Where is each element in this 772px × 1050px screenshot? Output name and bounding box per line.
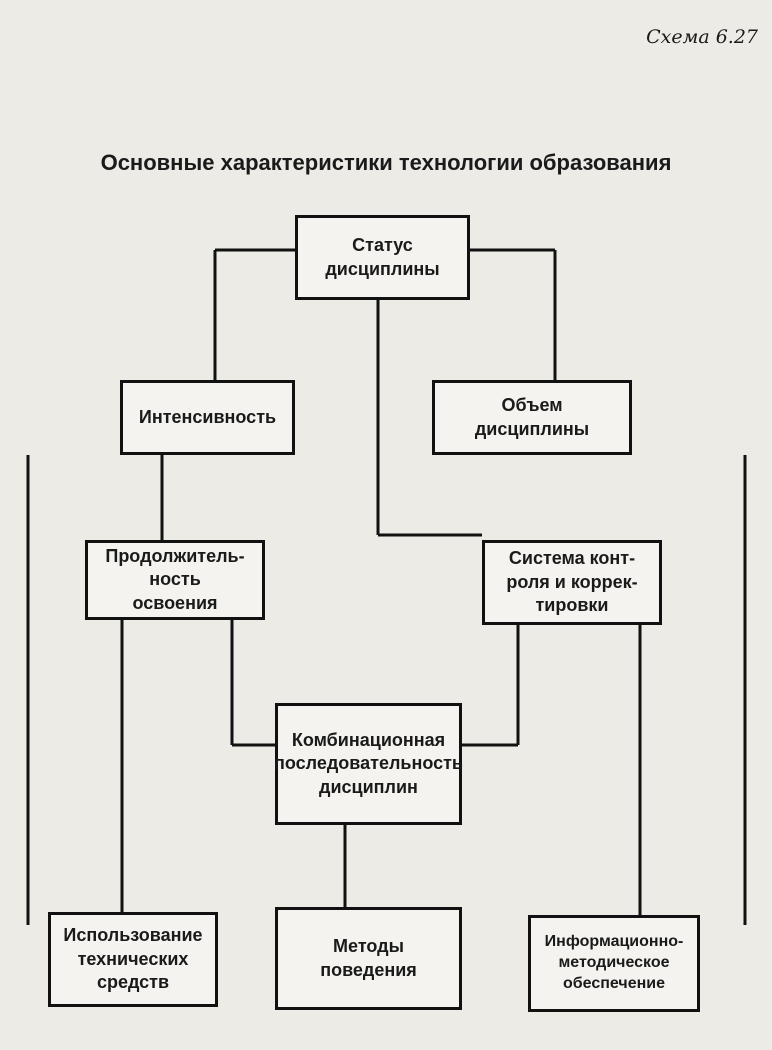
node-label: Интенсивность [138, 406, 277, 427]
node-intensity: Интенсивность [120, 380, 295, 455]
node-discipline-status: Статус дисциплины [295, 215, 470, 300]
node-label: Система конт- роля и коррек- тировки [506, 548, 638, 616]
node-label: Использование технических средств [63, 925, 203, 993]
schema-number: Схема 6.27 [646, 26, 758, 48]
node-label: Объем дисциплины [474, 395, 590, 439]
node-discipline-volume: Объем дисциплины [432, 380, 632, 455]
node-label: Комбинационная последовательность дисцип… [274, 729, 463, 797]
node-control-correction-system: Система конт- роля и коррек- тировки [482, 540, 662, 625]
node-label: Статус дисциплины [325, 235, 440, 279]
node-label: Методы поведения [320, 936, 417, 980]
node-mastery-duration: Продолжитель- ность освоения [85, 540, 265, 620]
node-behavior-methods: Методы поведения [275, 907, 462, 1010]
node-label: Информационно- методическое обеспечение [544, 933, 684, 992]
node-combination-sequence: Комбинационная последовательность дисцип… [274, 703, 463, 825]
node-label: Продолжитель- ность освоения [105, 545, 245, 613]
node-info-methodical-support: Информационно- методическое обеспечение [528, 915, 700, 1012]
node-technical-means: Использование технических средств [48, 912, 218, 1007]
diagram-title: Основные характеристики технологии образ… [100, 150, 672, 175]
